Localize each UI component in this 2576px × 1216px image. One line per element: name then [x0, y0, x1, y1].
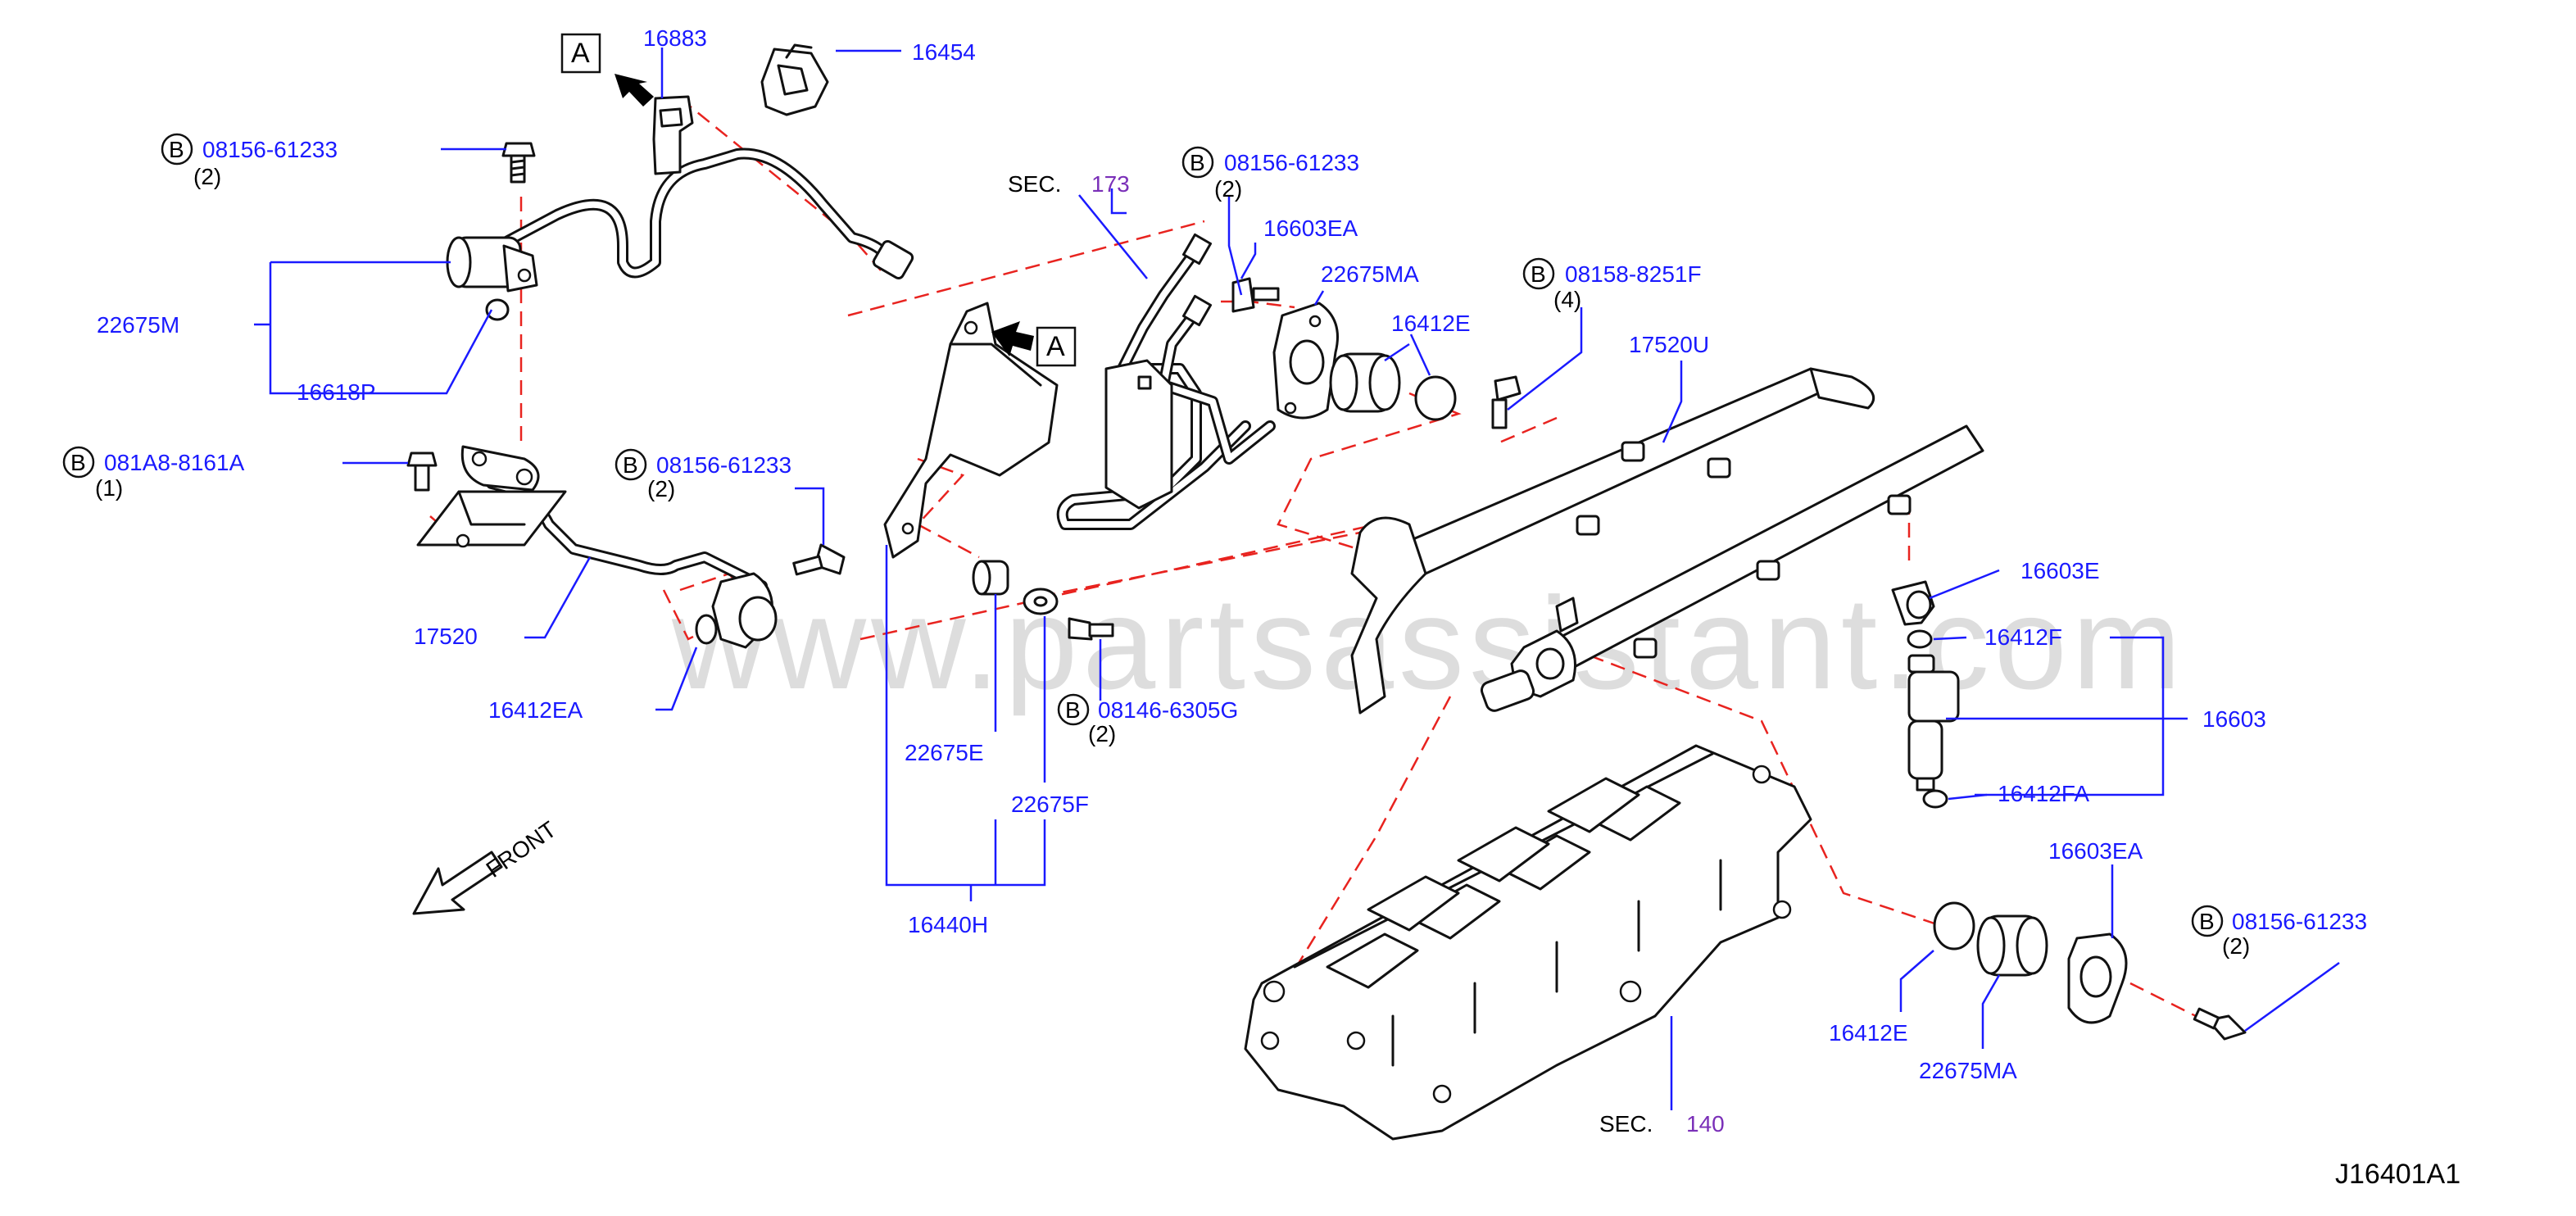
bolt-quantity: (4) — [1553, 287, 1581, 312]
fuel-pipe-lower — [416, 445, 778, 649]
label-16412E-top[interactable]: 16412E — [1391, 311, 1471, 336]
section-prefix: SEC. — [1008, 171, 1061, 197]
label-16412E-bottom[interactable]: 16412E — [1829, 1020, 1908, 1046]
label-16412EA[interactable]: 16412EA — [488, 697, 583, 723]
label-16603EA-top[interactable]: 16603EA — [1263, 216, 1358, 241]
bolt-marker: B — [70, 450, 86, 475]
bolt-upper-middle — [1231, 277, 1280, 313]
bolt-marker: B — [2199, 909, 2215, 934]
oring-16412E-top — [1414, 375, 1457, 421]
clamp-16454 — [760, 43, 829, 116]
bolt-middle-left — [792, 543, 846, 576]
section-ref-140[interactable]: SEC. 140 — [1599, 1111, 1725, 1137]
bolt-callout-b2[interactable]: B 081A8-8161A (1) — [62, 446, 245, 501]
view-arrow-middle — [991, 321, 1034, 356]
front-label: FRONT — [482, 816, 561, 883]
bolt-part-number: 08156-61233 — [202, 137, 338, 162]
bolt-callout-b7[interactable]: B 08156-61233 (2) — [2191, 905, 2367, 959]
section-prefix: SEC. — [1599, 1111, 1653, 1137]
leader-lines — [254, 48, 2340, 1110]
grommet-22675E — [972, 560, 1009, 596]
view-arrow-top — [615, 74, 654, 107]
bolt-marker: B — [169, 137, 184, 162]
label-17520U[interactable]: 17520U — [1629, 332, 1709, 357]
oring-16412E-bottom — [1933, 901, 1975, 951]
label-16412FA[interactable]: 16412FA — [1998, 781, 2089, 806]
label-16603[interactable]: 16603 — [2202, 706, 2266, 732]
label-22675E[interactable]: 22675E — [905, 740, 984, 765]
label-17520[interactable]: 17520 — [414, 624, 478, 649]
front-direction-arrow — [412, 851, 503, 915]
bolt-part-number: 08146-6305G — [1098, 697, 1238, 723]
bolt-callout-b6[interactable]: B 08158-8251F (4) — [1522, 257, 1702, 312]
view-a-box-middle: A — [1036, 326, 1077, 367]
bolt-part-number: 08158-8251F — [1565, 261, 1702, 287]
section-number: 140 — [1686, 1111, 1725, 1137]
bolt-marker: B — [623, 452, 638, 478]
bolt-quantity: (1) — [95, 475, 123, 501]
label-16454[interactable]: 16454 — [912, 39, 976, 65]
clip-16883 — [652, 95, 694, 175]
bolt-part-number: 08156-61233 — [656, 452, 791, 478]
label-22675MA-top[interactable]: 22675MA — [1321, 261, 1419, 287]
gasket-16603EA-top — [1272, 302, 1339, 420]
bolt-part-number: 08156-61233 — [1224, 150, 1359, 175]
bolt-quantity: (2) — [2222, 933, 2250, 959]
bolt-upper-left — [501, 142, 536, 184]
bolt-08158 — [1491, 375, 1522, 429]
bolt-quantity: (2) — [193, 164, 221, 189]
bolt-callout-b3[interactable]: B 08156-61233 (2) — [615, 448, 791, 501]
damper-22675MA-bottom — [1976, 914, 2048, 977]
bolt-part-number: 08156-61233 — [2232, 909, 2367, 934]
bolt-quantity: (2) — [1214, 176, 1242, 202]
injector-16603 — [1907, 654, 1960, 792]
label-16603E[interactable]: 16603E — [2020, 558, 2100, 583]
bolt-lower-right — [2193, 1007, 2247, 1041]
rail-injector-ports — [1576, 441, 1912, 659]
bolt-081A8 — [406, 451, 438, 492]
label-16883[interactable]: 16883 — [643, 25, 707, 51]
cap-16603E — [1891, 580, 1935, 626]
label-22675MA-bottom[interactable]: 22675MA — [1919, 1058, 2017, 1083]
section-number: 173 — [1091, 171, 1130, 197]
fuel-line-assembly-173 — [1056, 233, 1276, 530]
label-22675M[interactable]: 22675M — [97, 312, 179, 338]
bolt-callout-b4[interactable]: B 08146-6305G (2) — [1057, 693, 1238, 746]
view-a-label-middle: A — [1046, 331, 1065, 362]
bolt-callout-b5[interactable]: B 08156-61233 (2) — [1181, 146, 1359, 202]
label-16603EA-bottom[interactable]: 16603EA — [2048, 838, 2143, 864]
section-ref-173[interactable]: SEC. 173 — [1008, 171, 1130, 197]
view-a-box-top: A — [560, 33, 601, 74]
gasket-16603EA-bottom — [2067, 932, 2128, 1024]
diagram-code: J16401A1 — [2335, 1159, 2460, 1190]
bolt-quantity: (2) — [647, 476, 675, 501]
washer-22675F — [1023, 588, 1059, 615]
fuel-pipe-upper — [446, 147, 914, 321]
bolt-marker: B — [1531, 261, 1546, 287]
bolt-quantity: (2) — [1088, 721, 1116, 746]
label-22675F[interactable]: 22675F — [1011, 792, 1089, 817]
label-16618P[interactable]: 16618P — [297, 379, 376, 405]
view-a-label-top: A — [571, 38, 590, 69]
bolt-part-number: 081A8-8161A — [104, 450, 245, 475]
oring-16412FA — [1922, 789, 1948, 809]
bolt-marker: B — [1065, 697, 1081, 723]
intake-manifold-140 — [1244, 744, 1812, 1141]
fuel-rail-17520U — [1350, 367, 1984, 715]
oring-16412F — [1907, 629, 1933, 649]
bolt-08146 — [1068, 617, 1114, 641]
label-16412F[interactable]: 16412F — [1984, 624, 2062, 650]
bolt-callout-b1[interactable]: B 08156-61233 (2) — [161, 133, 338, 189]
bolt-marker: B — [1190, 150, 1205, 175]
label-16440H[interactable]: 16440H — [908, 912, 988, 937]
damper-22675MA-top — [1329, 352, 1401, 413]
